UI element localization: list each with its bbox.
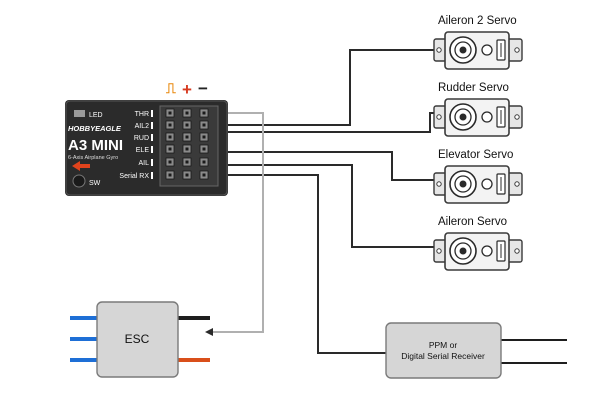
servo-aileron-label: Aileron Servo [438, 216, 507, 228]
wire-elevator [222, 151, 438, 181]
channel-labels: THR AIL2 RUD ELE AIL Serial RX [119, 111, 149, 180]
pin-hole [185, 173, 189, 177]
wire-serial-rx [214, 171, 386, 354]
pin-hole [168, 147, 172, 151]
pin-hole [202, 135, 206, 139]
pin-grid [165, 108, 209, 180]
polarity-legend: ⎍ + − [166, 79, 208, 99]
pin-hole [202, 147, 206, 151]
led-label: LED [89, 112, 103, 119]
model-label: A3 MINI [68, 137, 123, 154]
servo-rudder: Rudder Servo [433, 82, 523, 137]
esc: ESC [70, 301, 210, 378]
pin-hole [185, 160, 189, 164]
ppm-label-line1: PPM or [429, 340, 458, 350]
servo-wires [222, 49, 438, 248]
minus-symbol: − [198, 79, 208, 98]
channel-serial-rx-label: Serial RX [119, 173, 149, 180]
pin-hole [202, 111, 206, 115]
wire-aileron [222, 164, 438, 248]
channel-rud-label: RUD [134, 135, 149, 142]
pin-hole [185, 111, 189, 115]
channel-ail2-label: AIL2 [135, 123, 150, 130]
esc-box [96, 301, 179, 378]
servo-aileron2-label: Aileron 2 Servo [438, 15, 517, 27]
subtitle-label: 6-Axis Airplane Gyro [68, 155, 118, 161]
sw-button[interactable] [72, 174, 86, 188]
pin-hole [168, 123, 172, 127]
pin-hole [168, 173, 172, 177]
plus-symbol: + [182, 80, 192, 99]
ppm-label-line2: Digital Serial Receiver [401, 351, 485, 361]
pin-hole [202, 160, 206, 164]
led-indicator [74, 110, 85, 117]
pin-hole [185, 147, 189, 151]
pin-hole [168, 111, 172, 115]
wire-esc-throttle [205, 112, 264, 336]
servo-aileron: Aileron Servo [433, 216, 523, 271]
servo-elevator: Elevator Servo [433, 149, 523, 204]
receiver: LED HOBBYEAGLE A3 MINI 6-Axis Airplane G… [65, 100, 228, 196]
pin-hole [202, 123, 206, 127]
ppm-box [385, 322, 502, 379]
servo-elevator-label: Elevator Servo [438, 149, 513, 161]
ppm-receiver: PPM or Digital Serial Receiver [385, 322, 567, 379]
pin-hole [185, 123, 189, 127]
direction-arrow-icon [72, 161, 90, 171]
channel-ele-label: ELE [136, 147, 150, 154]
servo-aileron2: Aileron 2 Servo [433, 15, 523, 70]
pin-hole [168, 160, 172, 164]
wire-aileron2 [222, 49, 438, 126]
sw-label: SW [89, 180, 101, 187]
pin-hole [168, 135, 172, 139]
wire-rudder [222, 112, 438, 133]
signal-symbol: ⎍ [166, 80, 176, 96]
servo-rudder-label: Rudder Servo [438, 82, 509, 94]
pin-hole [202, 173, 206, 177]
channel-ail-label: AIL [138, 160, 149, 167]
channel-ticks [151, 110, 153, 179]
brand-label: HOBBYEAGLE [68, 124, 122, 133]
channel-thr-label: THR [135, 111, 149, 118]
pin-hole [185, 135, 189, 139]
esc-label: ESC [125, 332, 150, 346]
